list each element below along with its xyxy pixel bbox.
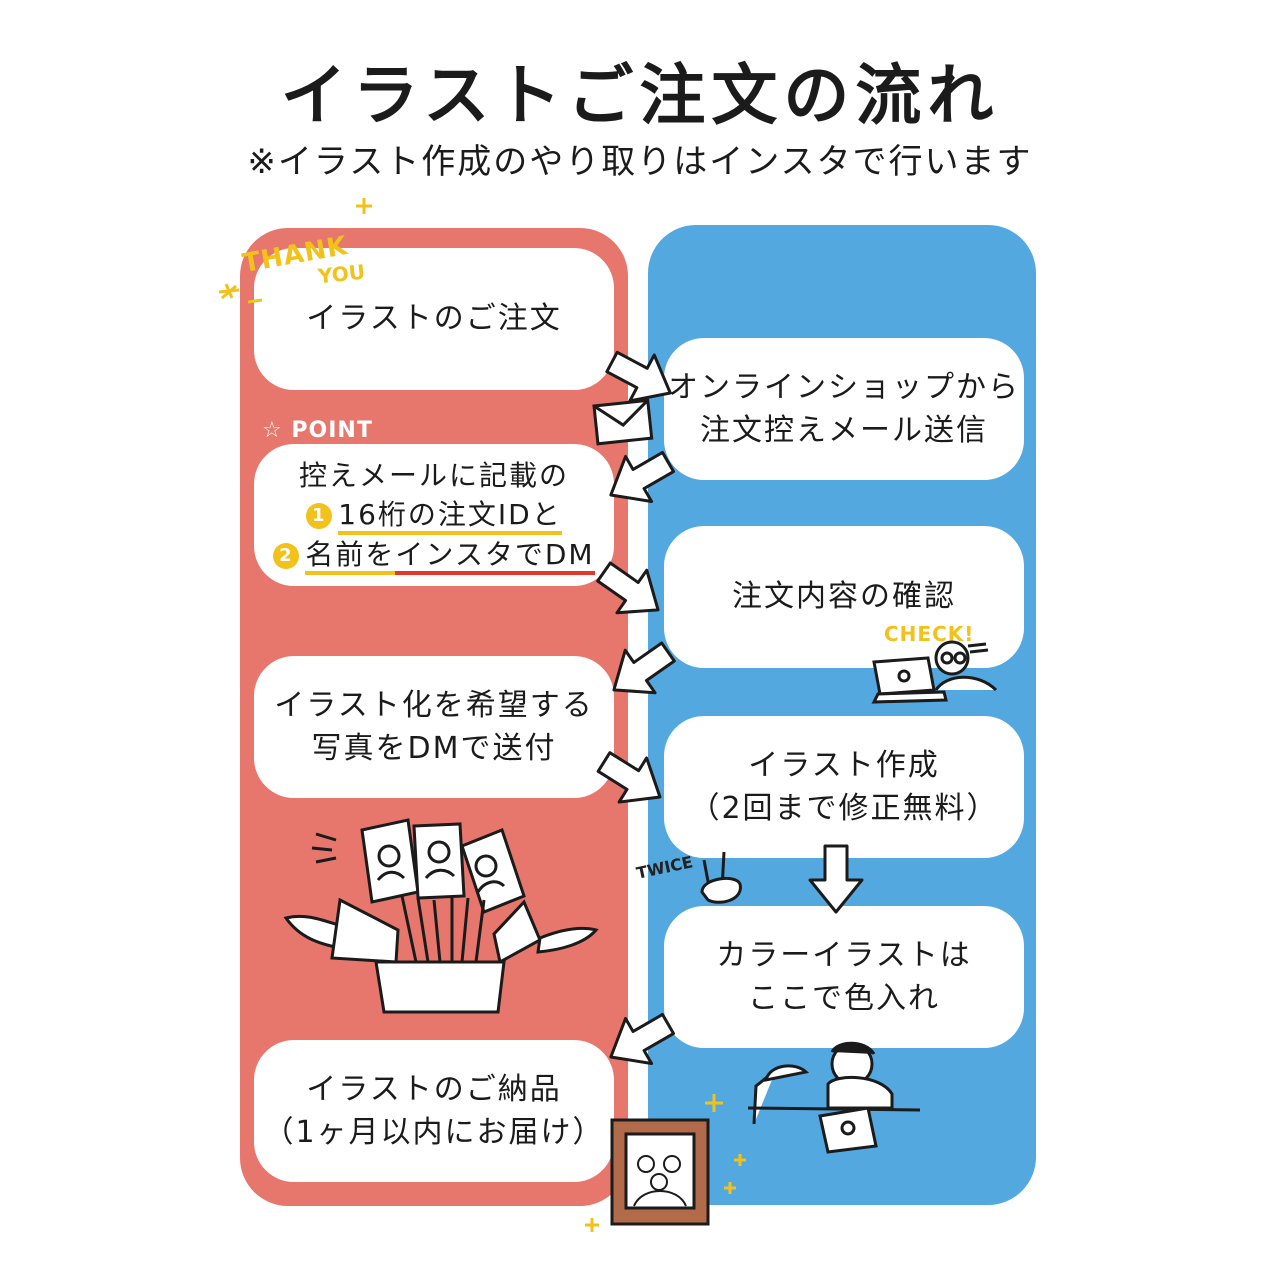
step-confirm: 注文内容の確認 bbox=[664, 526, 1024, 668]
step-color-line2: ここで色入れ bbox=[748, 981, 940, 1016]
step-dm-name-text: 名前を bbox=[305, 537, 396, 575]
step-color: カラーイラストは ここで色入れ bbox=[664, 906, 1024, 1048]
step-delivery-line1: イラストのご納品 bbox=[306, 1071, 562, 1107]
step-dm-id-text: 16桁の注文IDと bbox=[338, 498, 562, 536]
page-title: イラストご注文の流れ bbox=[280, 57, 1000, 134]
arrow-icon bbox=[588, 738, 676, 821]
envelope-icon bbox=[592, 398, 654, 446]
step-mail: オンラインショップから 注文控えメール送信 bbox=[664, 338, 1024, 480]
step-delivery: イラストのご納品 （1ヶ月以内にお届け） bbox=[254, 1040, 614, 1182]
step-mail-line1: オンラインショップから bbox=[668, 369, 1020, 405]
gift-box-icon bbox=[283, 818, 599, 1014]
number-badge-2: 2 bbox=[273, 542, 300, 569]
step-create-line1: イラスト作成 bbox=[748, 747, 940, 783]
step-color-line1: カラーイラストは bbox=[716, 937, 972, 973]
arrow-icon bbox=[808, 844, 864, 914]
step-dm-insta-text: インスタでDM bbox=[395, 537, 595, 575]
arrow-icon bbox=[596, 999, 683, 1082]
photo-card-icon bbox=[360, 818, 420, 904]
step-create-line2: （2回まで修正無料） bbox=[689, 791, 999, 826]
step-order: イラストのご注文 bbox=[254, 248, 614, 390]
arrow-icon bbox=[597, 629, 685, 713]
step-order-text: イラストのご注文 bbox=[306, 301, 562, 337]
number-badge-1: 1 bbox=[306, 503, 333, 530]
arrow-icon bbox=[587, 549, 675, 633]
step-photo-line2: 写真をDMで送付 bbox=[311, 731, 557, 766]
step-dm-line1: 控えメールに記載の bbox=[298, 459, 569, 493]
point-label: ☆ POINT bbox=[262, 418, 373, 443]
photo-card-icon bbox=[412, 822, 466, 900]
sparkle-icon bbox=[218, 198, 746, 1232]
point-text: POINT bbox=[291, 418, 373, 443]
step-create: イラスト作成 （2回まで修正無料） bbox=[664, 716, 1024, 858]
framed-photo-icon bbox=[610, 1118, 710, 1226]
step-delivery-line2: （1ヶ月以内にお届け） bbox=[263, 1115, 605, 1150]
photo-card-icon bbox=[460, 828, 526, 914]
desk-lamp-icon bbox=[747, 1041, 921, 1154]
peace-hand-icon bbox=[700, 851, 742, 904]
step-confirm-text: 注文内容の確認 bbox=[732, 579, 956, 615]
arrow-icon bbox=[596, 437, 683, 520]
laptop-icon bbox=[871, 640, 998, 704]
page-subtitle: ※イラスト作成のやり取りはインスタで行います bbox=[247, 142, 1033, 182]
step-photo-line1: イラスト化を希望する bbox=[274, 687, 594, 723]
step-photo: イラスト化を希望する 写真をDMで送付 bbox=[254, 656, 614, 798]
step-mail-line2: 注文控えメール送信 bbox=[700, 413, 988, 448]
